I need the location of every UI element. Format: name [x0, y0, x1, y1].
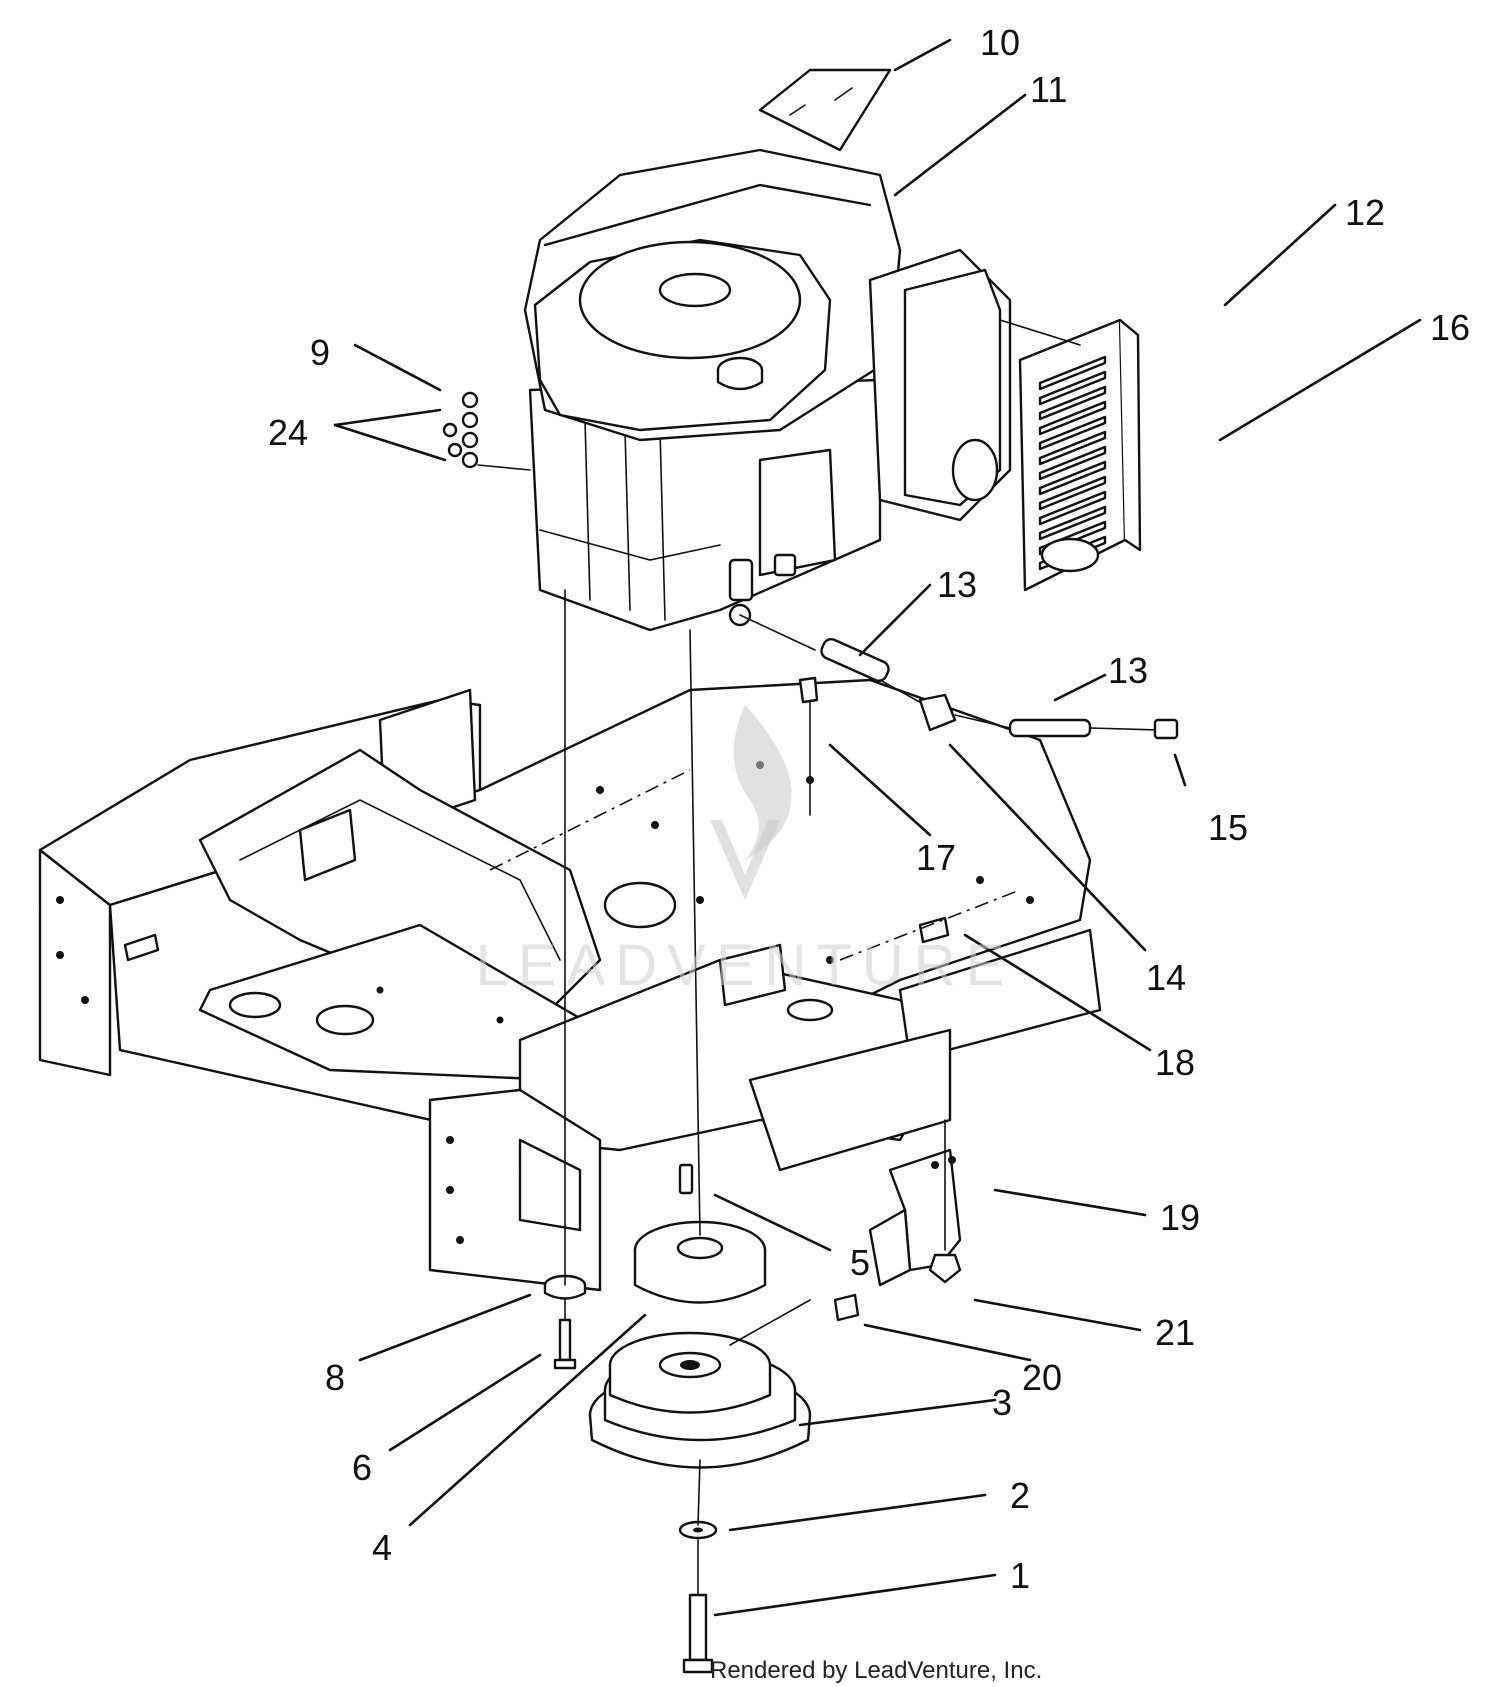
callout-13-lower: 13 — [1108, 650, 1148, 691]
watermark-text: LEADVENTURE — [476, 933, 1015, 998]
clutch-bracket — [868, 1119, 962, 1287]
grille-slot — [1038, 415, 1107, 451]
chassis-frame — [38, 678, 1102, 1292]
callout-5: 5 — [850, 1242, 870, 1283]
grille-slot — [1038, 370, 1107, 406]
callout-21: 21 — [1155, 1312, 1195, 1353]
grille-slot — [1038, 445, 1107, 481]
callout-16: 16 — [1430, 307, 1470, 348]
electric-clutch — [588, 1293, 860, 1469]
callout-3: 3 — [992, 1382, 1012, 1423]
grille-slot — [1038, 355, 1107, 391]
callout-11: 11 — [1030, 69, 1067, 110]
callout-2: 2 — [1010, 1475, 1030, 1516]
washer-and-bolt — [678, 1520, 718, 1674]
fuel-line-assembly — [739, 614, 1179, 816]
callout-12: 12 — [1345, 192, 1385, 233]
callout-14: 14 — [1146, 957, 1186, 998]
grille-slot — [1038, 505, 1107, 541]
alignment-lines — [489, 319, 1081, 1596]
callout-24: 24 — [268, 412, 308, 453]
callout-labels: 10 11 12 16 9 24 13 13 15 17 14 18 19 21… — [268, 22, 1470, 1596]
callout-15: 15 — [1208, 807, 1248, 848]
grille-slot — [1038, 400, 1107, 436]
watermark-logo: LEADVENTURE — [476, 705, 1015, 998]
leader-lines — [333, 38, 1422, 1617]
callout-20: 20 — [1022, 1357, 1062, 1398]
grille-slot — [1038, 475, 1107, 511]
muffler-guard — [1018, 318, 1142, 592]
callout-17: 17 — [916, 837, 956, 878]
callout-19: 19 — [1160, 1197, 1200, 1238]
callout-9: 9 — [310, 332, 330, 373]
fastener-set — [442, 391, 531, 471]
drive-pulley — [633, 1163, 767, 1304]
grille-slot — [1038, 460, 1107, 496]
callout-1: 1 — [1010, 1555, 1030, 1596]
callout-10: 10 — [980, 22, 1020, 63]
grille-slot — [1038, 430, 1107, 466]
callout-18: 18 — [1155, 1042, 1195, 1083]
grille-slot — [1038, 385, 1107, 421]
callout-4: 4 — [372, 1527, 392, 1568]
callout-8: 8 — [325, 1357, 345, 1398]
callout-13-upper: 13 — [937, 564, 977, 605]
engine — [523, 148, 1012, 632]
render-credit: Rendered by LeadVenture, Inc. — [710, 1657, 1042, 1684]
grille-slot — [1038, 490, 1107, 526]
callout-6: 6 — [352, 1447, 372, 1488]
spacer-and-bolt — [543, 1274, 587, 1370]
decal — [758, 68, 892, 152]
